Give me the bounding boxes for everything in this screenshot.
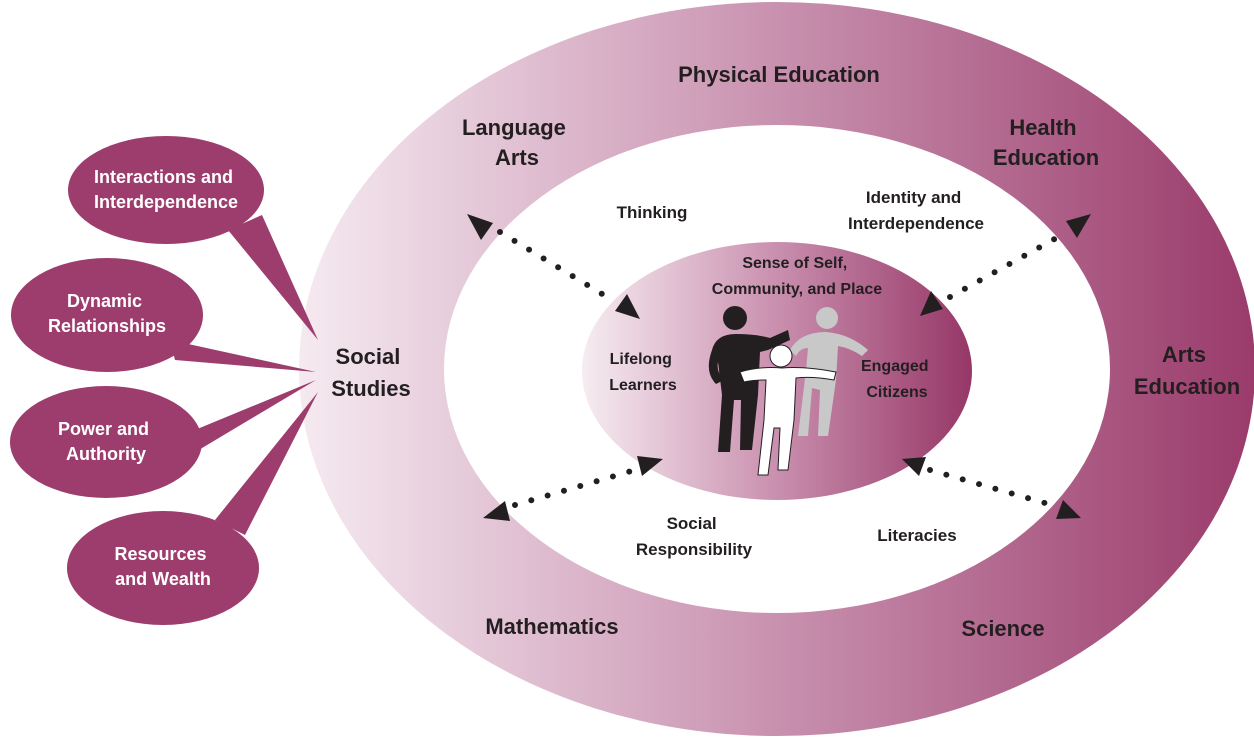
arrow-upper-left-head-out: [467, 214, 493, 240]
bubble-dynamic-text: Dynamic Relationships: [48, 291, 166, 336]
dotted-arrows: [467, 214, 1091, 521]
label-lifelong-learners: Lifelong Learners: [609, 351, 677, 394]
label-identity-interdependence: Identity and Interdependence: [848, 188, 984, 233]
arrow-lower-left-head-in: [637, 456, 663, 476]
label-language-arts: Language Arts: [462, 115, 572, 170]
label-sense-of-self: Sense of Self, Community, and Place: [712, 255, 883, 298]
bubble-tail-dynamic: [170, 340, 316, 372]
bubble-power: [10, 386, 202, 498]
bubble-tail-resources: [215, 392, 318, 535]
bubble-resources-text: Resources and Wealth: [114, 544, 211, 589]
label-social-responsibility: Social Responsibility: [636, 514, 753, 559]
arrow-upper-left-head-in: [615, 294, 640, 319]
label-thinking: Thinking: [617, 203, 688, 222]
three-people-holding-hands-icon: [708, 306, 868, 476]
label-literacies: Literacies: [877, 526, 956, 545]
arrow-lower-left-line: [512, 467, 638, 508]
label-mathematics: Mathematics: [485, 614, 618, 639]
bubble-resources: [67, 511, 259, 625]
bubble-dynamic: [11, 258, 203, 372]
bubble-group: [10, 136, 318, 625]
label-arts-education: Arts Education: [1134, 342, 1240, 399]
arrow-upper-right-head-out: [1066, 214, 1091, 238]
bubble-labels: Interactions and Interdependence Dynamic…: [48, 167, 238, 589]
label-engaged-citizens: Engaged Citizens: [861, 358, 933, 401]
arrow-upper-right-head-in: [920, 291, 943, 316]
bubble-tail-power: [190, 380, 316, 454]
label-health-education: Health Education: [993, 115, 1099, 170]
bubble-tail-interactions: [228, 215, 318, 340]
label-science: Science: [961, 616, 1044, 641]
arrow-upper-left-line: [497, 229, 615, 303]
bubble-power-text: Power and Authority: [58, 419, 154, 464]
arrow-lower-right-head-out: [1056, 500, 1081, 519]
label-social-studies: Social Studies: [331, 344, 410, 401]
arrow-lower-left-head-out: [483, 501, 510, 521]
bubble-interactions-text: Interactions and Interdependence: [94, 167, 238, 212]
arrow-lower-right-head-in: [902, 457, 926, 476]
label-physical-education: Physical Education: [678, 62, 880, 87]
bubble-interactions: [68, 136, 264, 244]
arrow-upper-right-line: [947, 233, 1063, 300]
